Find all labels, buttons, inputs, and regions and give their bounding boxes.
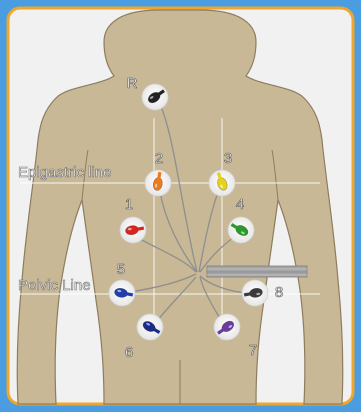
electrode-8-label: 8 (275, 284, 283, 301)
electrode-1-label: 1 (125, 196, 133, 213)
electrode-r-label: R (127, 75, 138, 92)
electrode-2-label: 2 (155, 150, 163, 167)
epigastric-line-label: Epigastric line (18, 164, 111, 181)
electrode-3-label: 3 (224, 150, 232, 167)
electrode-6-label: 6 (125, 344, 133, 361)
lead-connector (207, 266, 307, 277)
electrode-5-label: 5 (117, 261, 125, 278)
pelvic-line-label: Pelvic Line (18, 277, 91, 294)
electrode-7-label: 7 (249, 342, 257, 359)
electrode-4-label: 4 (236, 196, 244, 213)
